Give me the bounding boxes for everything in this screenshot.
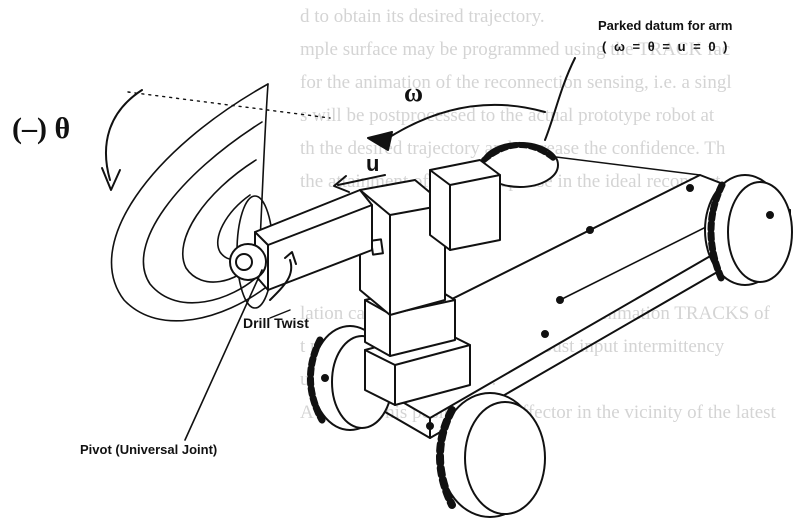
wheel-rear-right [704, 174, 793, 286]
wheel-front-right [436, 392, 546, 518]
theta-arrow [104, 89, 143, 181]
drill-twist-arc [269, 259, 293, 301]
u-arrowhead [333, 175, 350, 193]
dotted-reference-line [127, 91, 331, 119]
counterweight-box [429, 159, 501, 251]
u-label: u [366, 151, 380, 176]
bg-line: for the animation of the reconnection se… [300, 72, 732, 93]
drill-head [229, 243, 267, 281]
turret-head [359, 179, 446, 316]
pivot-label: Pivot (Universal Joint) [80, 442, 218, 457]
drill-twist-label: Drill Twist [243, 315, 309, 331]
u-arrow [337, 174, 386, 186]
theta-arrowhead [101, 167, 121, 191]
omega-arrow [381, 103, 546, 143]
pivot-leader-line [184, 269, 263, 441]
omega-label: ω [404, 78, 424, 107]
parked-pointer-line [544, 57, 576, 141]
parked-datum-equation: ( ω = θ = u = 0 ) [602, 39, 730, 54]
platform-bolts [321, 184, 774, 430]
omega-arrowhead [367, 131, 393, 151]
bg-line: s will be postprocessed to the actual pr… [300, 105, 715, 126]
parked-datum-label: Parked datum for arm [598, 18, 733, 33]
bg-line: mple surface may be programmed using the… [300, 39, 731, 60]
bg-line: d to obtain its desired trajectory. [300, 6, 545, 27]
workspace-contours [110, 83, 274, 322]
drill-twist-arrowhead [284, 251, 297, 265]
arm [254, 189, 373, 291]
theta-label: (–) θ [12, 112, 71, 145]
drill-twist-leader [269, 309, 291, 319]
